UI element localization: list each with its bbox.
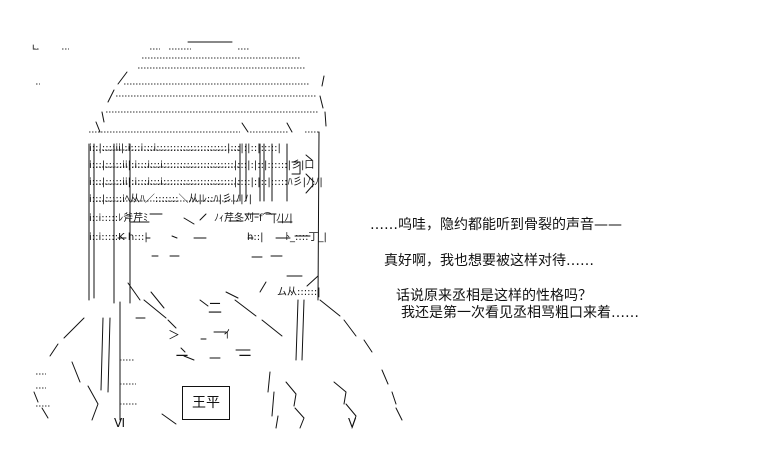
body-outline [33,299,403,429]
dialogue-line-2: 真好啊，我也想要被这样对待…… [384,253,594,269]
art-face-text-1: i::i:::::ﾚ斧芹ﾐ [89,213,149,224]
art-mouth-1: 二 [208,301,222,317]
art-hair-text-4: i:::|:::::iﾍ从ﾊ／:::::::＼从|ﾚ::ﾊ|彡|ﾉ|ﾉ| [89,194,253,205]
hair-strands [88,122,320,304]
art-symbol-2: ｲ [224,327,231,341]
dialogue-line-4: 我还是第一次看见丞相骂粗口来着…… [401,305,639,321]
art-symbol-6: Ⅴ [348,416,357,430]
art-hair-text-1: i::|::::ii|:i:::i:::i:::::::::::::::::::… [89,143,281,154]
art-face-text-3: i::i:::::K h:::| [89,232,148,243]
dialogue-line-1: ……呜哇，隐约都能听到骨裂的声音—— [370,217,622,233]
art-symbol-5: Ⅵ [114,416,126,430]
hair-outline [34,41,327,133]
name-badge: 王平 [182,386,230,420]
art-hair-text-3: i:::|:::::ii|:i:::i:::i:::::::::::::::::… [89,177,323,188]
art-face-text-2: ﾉｨ芹冬刈ｰf⌒|ﾉ|ﾉ| [214,213,293,224]
dialogue-line-3: 话说原来丞相是这样的性格吗？ [396,288,592,304]
face-features [117,213,319,361]
art-symbol-4: ー [238,349,252,365]
art-face-text-4: h::| [247,232,264,243]
name-badge-text: 王平 [192,395,220,411]
art-mouth-2: ム从::::::| [277,287,321,298]
art-hair-text-2: i:::|:::::ii|:i:::i:::i:::::::::::::::::… [89,160,315,171]
art-face-text-5: ﾄ_::::丁_| [285,232,327,243]
art-symbol-3: ー [175,349,189,365]
art-mark-top-left: ㄴ [31,43,41,54]
art-symbol-1: ＞ [168,328,181,342]
